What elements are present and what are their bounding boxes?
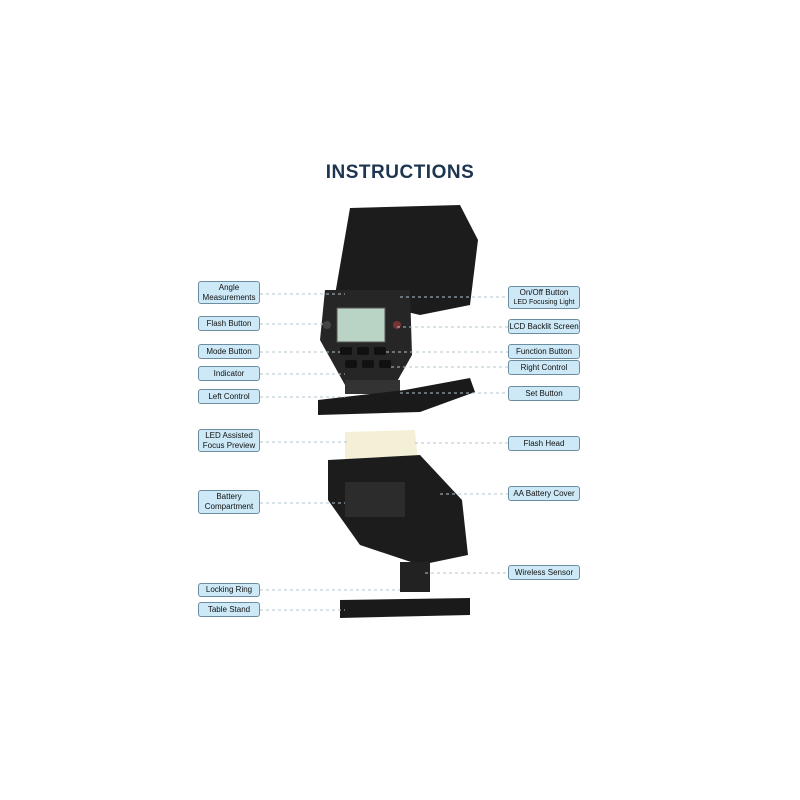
label-right-control: Right Control [508,360,580,375]
label-indicator: Indicator [198,366,260,381]
leader-lines [260,293,508,611]
label-battery-compartment: Battery Compartment [198,490,260,514]
label-left-control: Left Control [198,389,260,404]
label-on-off-button: On/Off Button LED Focusing Light [508,286,580,309]
page-title: INSTRUCTIONS [325,162,475,183]
label-table-stand: Table Stand [198,602,260,617]
label-on-off-text: On/Off Button [519,287,569,297]
label-function-button: Function Button [508,344,580,359]
label-angle-measurements: Angle Measurements [198,281,260,304]
label-flash-button: Flash Button [198,316,260,331]
label-flash-head: Flash Head [508,436,580,451]
label-led-focusing-light: LED Focusing Light [513,298,575,306]
label-led-assisted-focus-preview: LED Assisted Focus Preview [198,429,260,452]
label-lcd-backlit-screen: LCD Backlit Screen [508,319,580,334]
label-mode-button: Mode Button [198,344,260,359]
label-set-button: Set Button [508,386,580,401]
label-locking-ring: Locking Ring [198,583,260,597]
flash-unit-top [318,205,478,415]
label-wireless-sensor: Wireless Sensor [508,565,580,580]
label-aa-battery-cover: AA Battery Cover [508,486,580,501]
lcd-screen [336,307,386,343]
flash-unit-bottom [328,430,470,618]
